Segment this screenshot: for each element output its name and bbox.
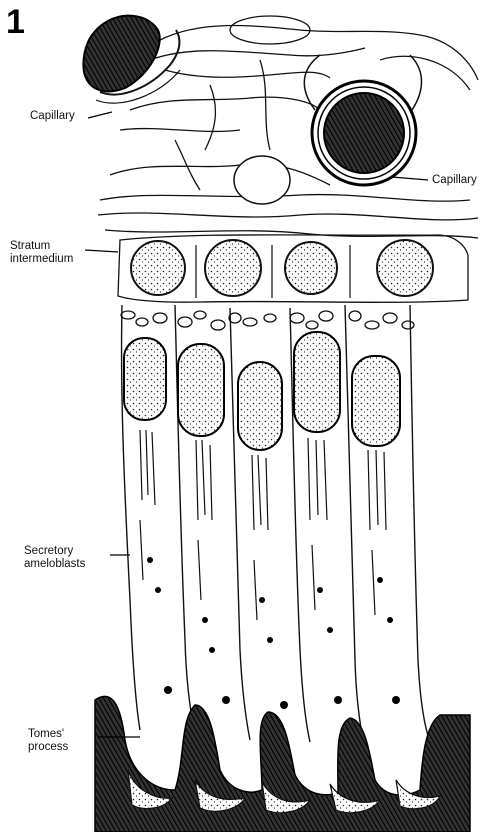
stratum-intermedium-cells — [118, 235, 468, 302]
fibroblast-nucleus — [234, 156, 290, 204]
stratum-intermedium-label: Stratum intermedium — [10, 240, 73, 266]
tomes-process-label: Tomes' process — [28, 728, 68, 754]
capillary-right-label: Capillary — [432, 174, 477, 187]
capillary-left-vessel — [83, 16, 180, 104]
capillary-left-leader — [88, 112, 112, 118]
ameloblast-nuclei — [124, 332, 400, 450]
stratum-intermedium-leader — [85, 250, 118, 252]
capillary-right-leader — [392, 177, 428, 180]
capillary-left-label: Capillary — [30, 110, 75, 123]
secretory-ameloblasts-label: Secretory ameloblasts — [24, 545, 85, 571]
mitochondria-row — [121, 311, 414, 330]
